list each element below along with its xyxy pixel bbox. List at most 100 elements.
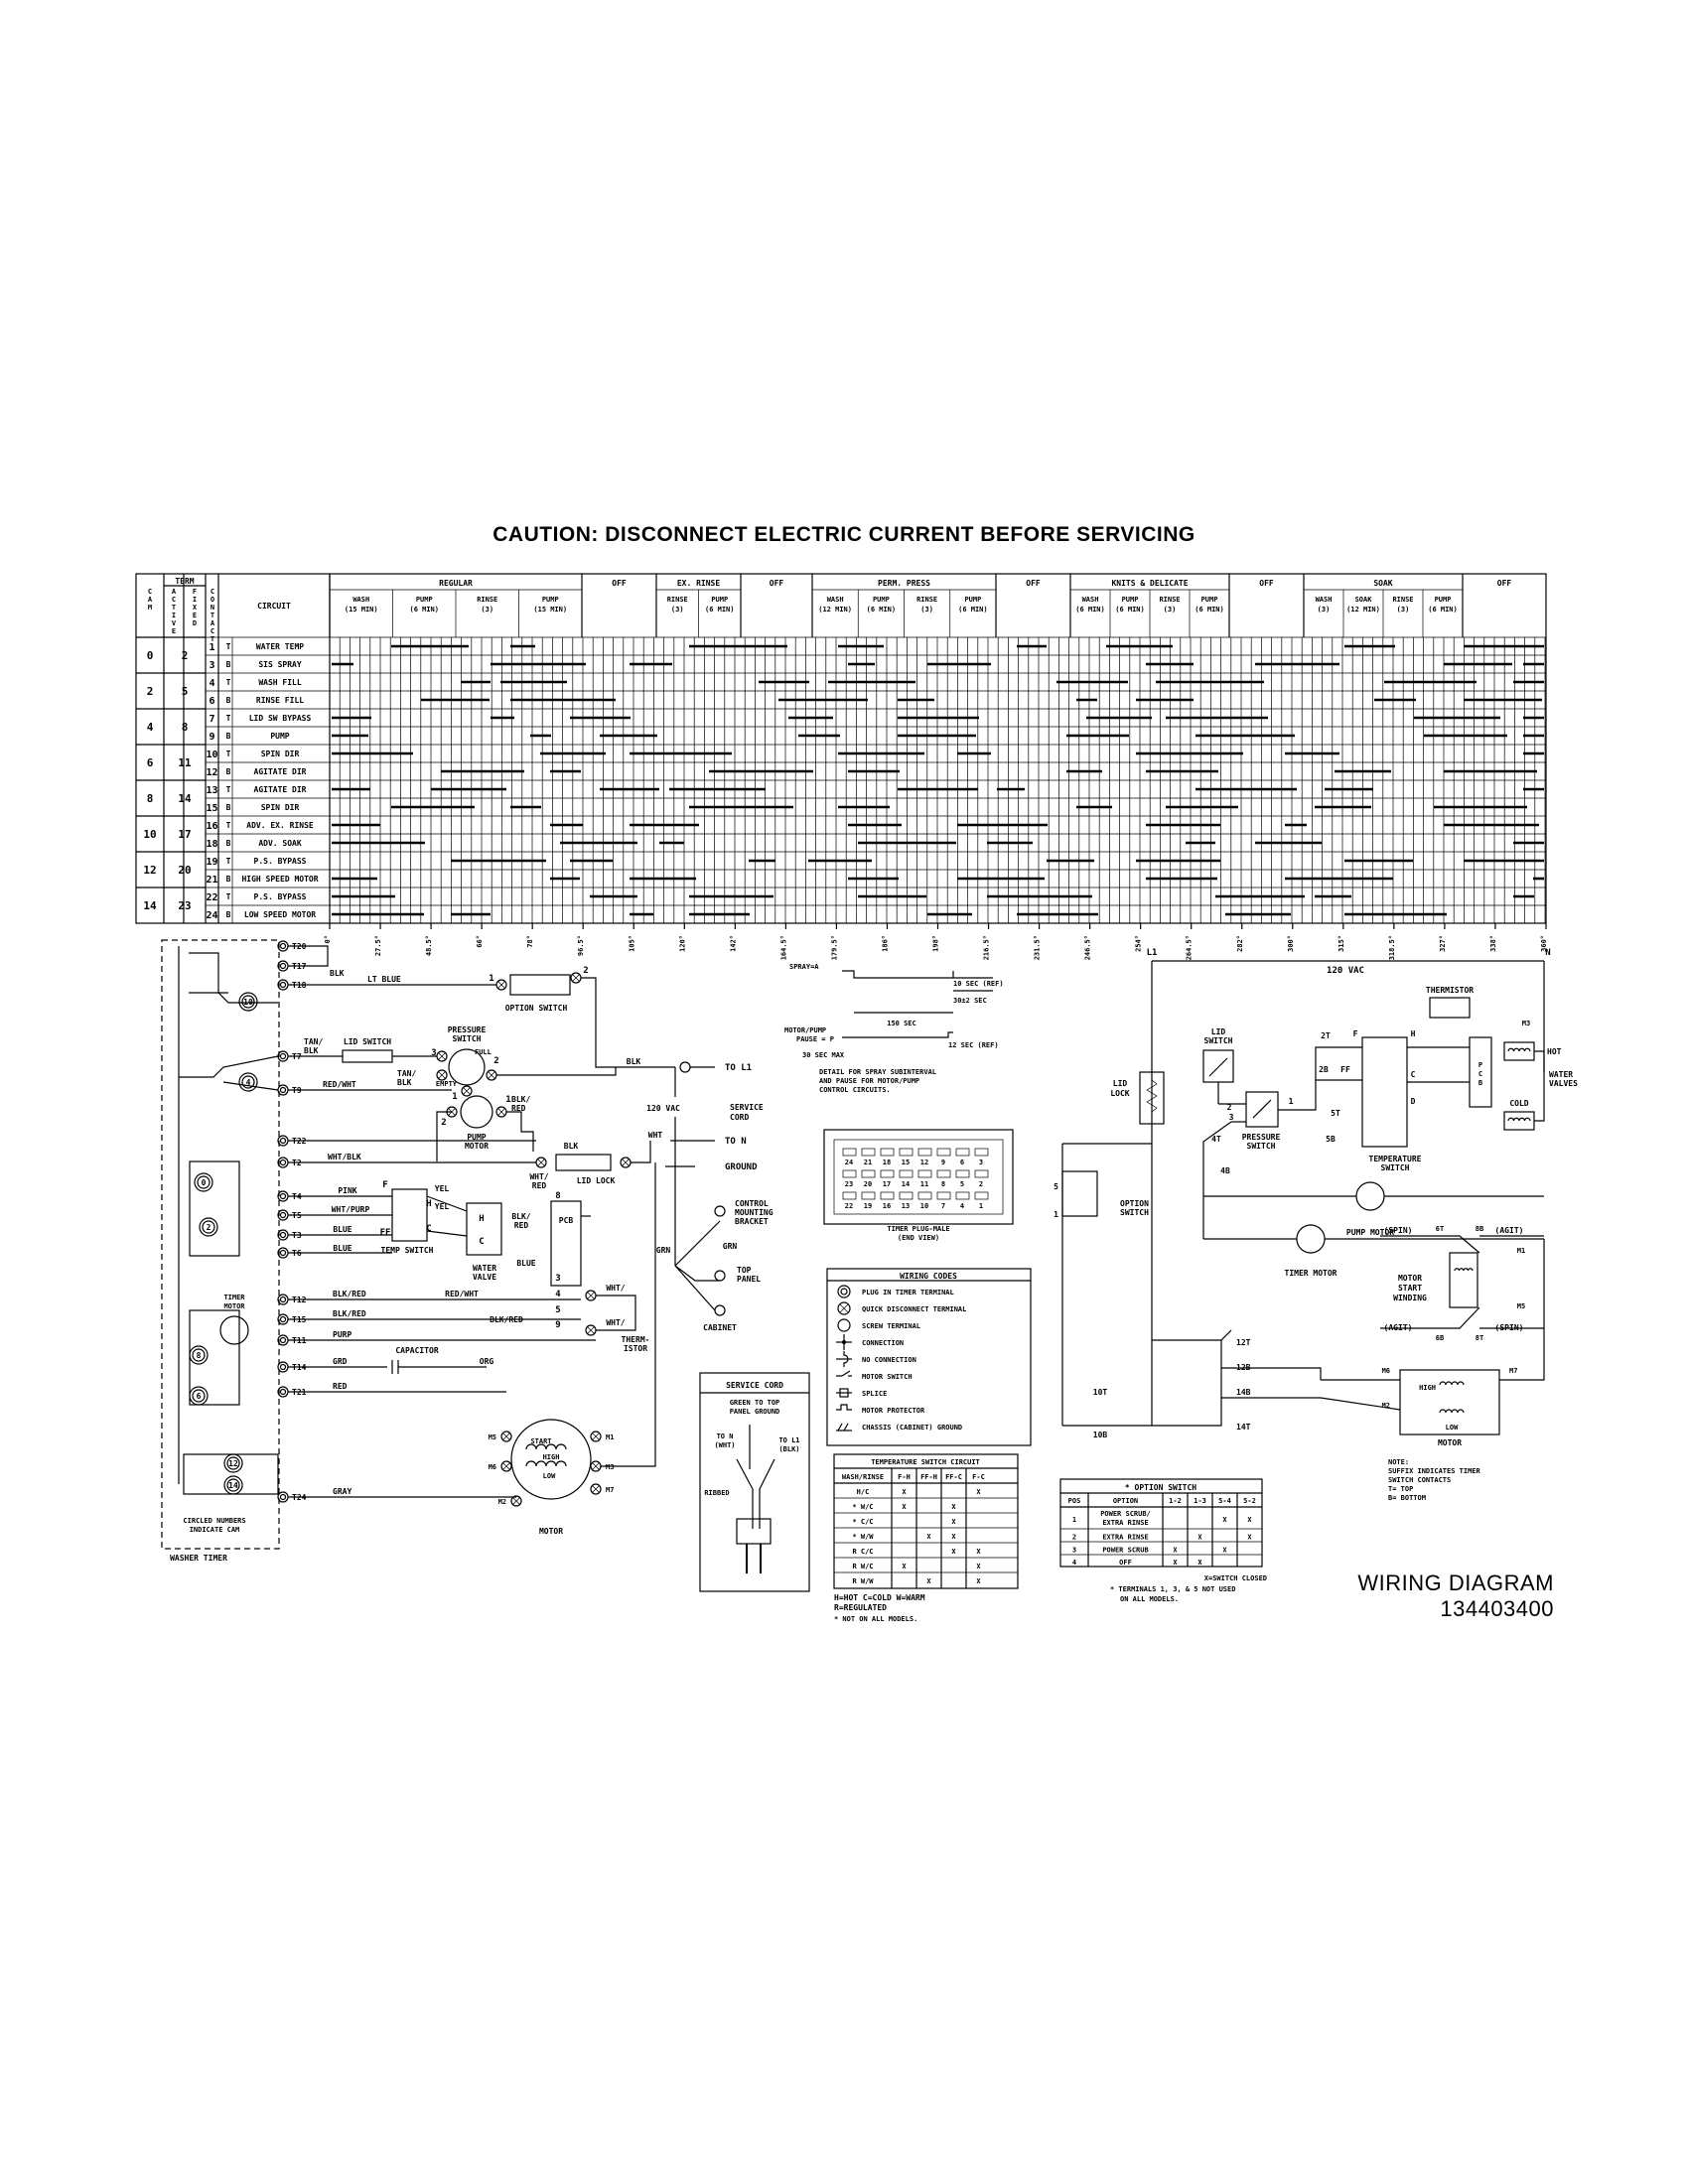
- terminal-cross: [622, 1159, 630, 1166]
- timer-motor-label2: MOTOR: [223, 1302, 245, 1310]
- wire: [842, 1031, 953, 1038]
- option-switch-label1: OPTION: [1120, 1199, 1149, 1208]
- motor-high-winding-icon: [1439, 1381, 1465, 1386]
- wire-label: RED/WHT: [323, 1080, 356, 1089]
- contact-type: B: [226, 839, 231, 848]
- plug-pin: [917, 1148, 932, 1157]
- ground-label: GROUND: [725, 1162, 758, 1172]
- temp-table-cell: X: [951, 1533, 956, 1541]
- terminal-2b: 2B: [1319, 1065, 1329, 1074]
- terminal-number: 1: [489, 974, 493, 984]
- plug-pin: [842, 1169, 857, 1178]
- option-table-cell: X: [1173, 1547, 1178, 1555]
- option-table-cell: X: [1222, 1547, 1227, 1555]
- contact-type: T: [226, 714, 231, 723]
- splice-icon: [839, 1388, 849, 1398]
- wire-label: TAN/: [397, 1069, 416, 1078]
- option-table-header: POS: [1068, 1497, 1081, 1505]
- terminal-m7: M7: [1509, 1367, 1517, 1375]
- fixed-term: 18: [206, 839, 217, 850]
- terminal-4t: 4T: [1211, 1135, 1221, 1144]
- pump-motor-symbol: [460, 1095, 493, 1129]
- contact-type: B: [226, 660, 231, 669]
- step-name: RINSE: [477, 596, 497, 604]
- plug-pin: [842, 1148, 857, 1157]
- degree-label: 105°: [628, 935, 635, 952]
- timer-plug-box: [823, 1129, 1014, 1225]
- circuit-name: WASH FILL: [258, 678, 302, 687]
- n-label: N: [1545, 948, 1550, 958]
- wire-label: BLUE: [516, 1259, 535, 1268]
- to-l1-label: TO L1: [725, 1063, 752, 1073]
- pcb-pin: 5: [555, 1305, 560, 1315]
- timer-terminal-inner: [279, 1231, 287, 1239]
- chart-frame: [135, 573, 1547, 924]
- label: 2: [493, 1056, 498, 1066]
- water-valves-label2: VALVES: [1549, 1079, 1578, 1088]
- quick-disconnect-terminal: [461, 1085, 473, 1097]
- capacitor-label: CAPACITOR: [395, 1346, 439, 1355]
- wiring-code-item: MOTOR SWITCH: [862, 1373, 913, 1381]
- terminal-6t: 6T: [1436, 1225, 1444, 1233]
- motor-winding-icon: [525, 1443, 567, 1450]
- pcb-pin: 3: [555, 1274, 560, 1284]
- terminal-cross: [497, 1108, 505, 1116]
- option-table-cell: X: [1222, 1516, 1227, 1524]
- cam-number: 2: [147, 685, 154, 698]
- timer-terminal-inner: [279, 1296, 287, 1303]
- circuit-name: SIS SPRAY: [258, 660, 302, 669]
- plug-pin-number: 8: [941, 1180, 945, 1188]
- wiring-code-item: CHASSIS (CABINET) GROUND: [862, 1424, 962, 1432]
- motor-low-winding-icon: [1439, 1409, 1465, 1414]
- wire: [631, 1141, 651, 1163]
- option-table-cell: EXTRA RINSE: [1102, 1534, 1148, 1542]
- wire-label: GRD: [333, 1357, 348, 1366]
- degree-label: 96.5°: [577, 935, 585, 956]
- fixed-term: 24: [206, 910, 217, 921]
- step-name: PUMP: [1435, 596, 1452, 604]
- plug-pin-number: 10: [920, 1202, 928, 1210]
- wire-label: RED: [333, 1382, 348, 1391]
- plug-pin-number: 16: [883, 1202, 891, 1210]
- terminal-cross: [463, 1087, 471, 1095]
- washer-timer-label: WASHER TIMER: [170, 1554, 227, 1563]
- blk-jumper: [288, 945, 329, 967]
- motor-winding-icon: [525, 1460, 567, 1467]
- thermistor-label1: THERM-: [622, 1335, 650, 1344]
- terminal-cross: [488, 1071, 495, 1079]
- temp-table-header: F-H: [898, 1473, 911, 1481]
- step-duration: (12 MIN): [1346, 606, 1380, 614]
- service-cord-to-l1a: TO L1: [778, 1436, 799, 1444]
- hot-label: HOT: [1547, 1047, 1562, 1056]
- step-duration: (6 MIN): [1075, 606, 1105, 614]
- circuit-name: SPIN DIR: [261, 750, 300, 758]
- motor-start-box: [1449, 1252, 1478, 1308]
- quick-disconnect-terminal: [590, 1483, 602, 1495]
- plug-pin-number: 13: [902, 1202, 910, 1210]
- label: F: [1353, 1029, 1358, 1038]
- step-name: SOAK: [1355, 596, 1373, 604]
- cam-switch-wire: [189, 952, 278, 1004]
- option-table-header: 5-2: [1243, 1497, 1256, 1505]
- wire: [674, 1265, 716, 1311]
- terminal-8b: 8B: [1476, 1225, 1483, 1233]
- pcb-label-c: C: [1478, 1070, 1482, 1078]
- temp-table-cell: X: [976, 1488, 981, 1496]
- spray-note2: AND PAUSE FOR MOTOR/PUMP: [819, 1077, 919, 1085]
- timer-motor-label1: TIMER: [223, 1294, 245, 1301]
- wire: [1320, 1397, 1401, 1411]
- wire-label: PINK: [338, 1186, 356, 1195]
- fixed-term: 16: [206, 821, 217, 832]
- quick-disconnect-terminal: [436, 1050, 448, 1062]
- screw-terminal: [714, 1270, 726, 1282]
- wire-label: BLK: [330, 969, 345, 978]
- active-header-letter: C: [172, 596, 176, 604]
- label: WHT/: [529, 1172, 548, 1181]
- wire-label: BLK/RED: [333, 1309, 366, 1318]
- spin-label: (SPIN): [1384, 1226, 1413, 1235]
- contact-header-letter: O: [211, 596, 214, 604]
- fixed-term: 12: [206, 767, 217, 778]
- terminal-10b: 10B: [1093, 1431, 1108, 1439]
- temp-legend1: H=HOT C=COLD W=WARM: [834, 1593, 925, 1602]
